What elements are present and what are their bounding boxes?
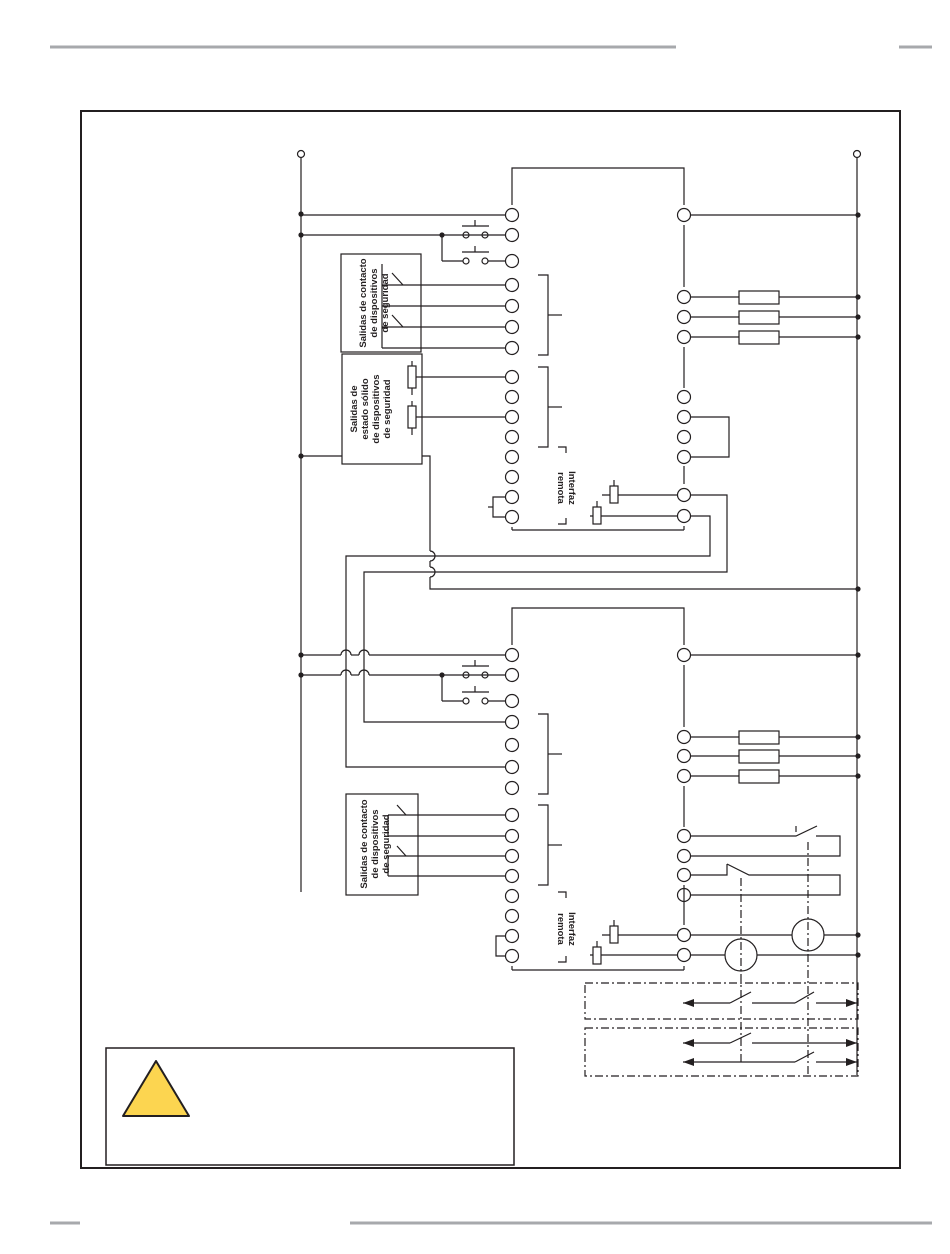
lower-safety-module xyxy=(512,608,684,970)
contact-outputs-label-1a: Salidas de contacto xyxy=(358,258,369,347)
remote-interface-label-2b: remota xyxy=(555,913,566,945)
upper-safety-module xyxy=(512,168,684,530)
page-rules xyxy=(50,47,932,1223)
remote-interface-label-1a: Interfaz xyxy=(566,471,577,505)
mechanical-linkages xyxy=(585,842,858,1076)
solid-state-label-a: Salidas de xyxy=(349,386,360,433)
machine-contacts xyxy=(683,992,857,1062)
arrowheads xyxy=(683,999,857,1066)
contact-outputs-label-2c: de seguridad xyxy=(381,814,392,873)
contact-outputs-label-2a: Salidas de contacto xyxy=(359,799,370,888)
remote-interface-label-1b: remota xyxy=(555,472,566,504)
solid-state-label-c: de dispositivos xyxy=(371,374,382,443)
contact-outputs-label-2b: de dispositivos xyxy=(370,809,381,878)
lower-left-terminals xyxy=(506,649,519,963)
contact-outputs-label-1b: de dispositivos xyxy=(369,268,380,337)
remote-interface-label-2a: Interfaz xyxy=(566,912,577,946)
upper-left-terminals xyxy=(506,209,519,524)
resistor-loads xyxy=(408,291,779,964)
diagram-frame xyxy=(81,111,900,1168)
lower-wiring xyxy=(301,650,857,971)
contact-outputs-label-1c: de seguridad xyxy=(380,273,391,332)
solid-state-label-d: de seguridad xyxy=(382,379,393,438)
solid-state-label-b: estado sólido xyxy=(360,378,371,439)
warning-triangle-icon xyxy=(123,1061,189,1116)
